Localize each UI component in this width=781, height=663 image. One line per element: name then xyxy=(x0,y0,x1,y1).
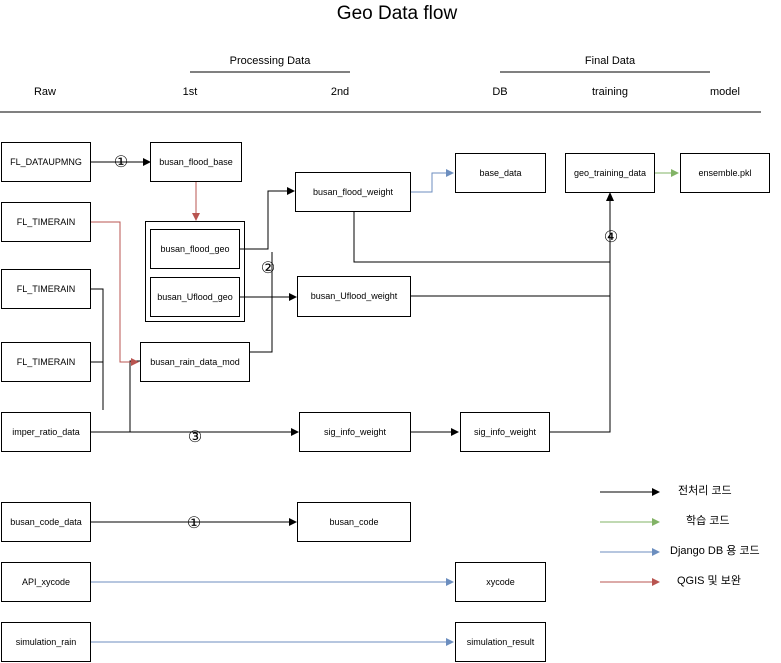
edge-flood-weight-to-base-data xyxy=(411,169,454,193)
column-db: DB xyxy=(492,86,508,98)
node-imper-ratio-data[interactable]: imper_ratio_data xyxy=(1,412,91,452)
edge-imper-to-rain-mod xyxy=(91,360,140,433)
node-sig-info-weight-1[interactable]: sig_info_weight xyxy=(299,412,411,452)
node-simulation-rain[interactable]: simulation_rain xyxy=(1,622,91,662)
node-xycode[interactable]: xycode xyxy=(455,562,546,602)
step-marker-3: ③ xyxy=(187,429,203,446)
node-busan-flood-base[interactable]: busan_flood_base xyxy=(150,142,242,182)
step-marker-2: ② xyxy=(260,260,276,277)
processing-group-label: Processing Data xyxy=(229,55,311,67)
node-busan-uflood-geo[interactable]: busan_Uflood_geo xyxy=(150,277,240,317)
page-title: Geo Data flow xyxy=(336,3,458,24)
node-geo-training-data[interactable]: geo_training_data xyxy=(565,153,655,193)
node-simulation-result[interactable]: simulation_result xyxy=(455,622,546,662)
final-group-label: Final Data xyxy=(584,55,636,67)
edge-timerain-1-to-rain-mod xyxy=(91,221,139,366)
column-model: model xyxy=(710,86,740,98)
node-base-data[interactable]: base_data xyxy=(455,153,546,193)
node-busan-flood-geo[interactable]: busan_flood_geo xyxy=(150,229,240,269)
step-marker-4: ④ xyxy=(603,229,619,246)
column-training: training xyxy=(591,86,629,98)
node-busan-code-data[interactable]: busan_code_data xyxy=(1,502,91,542)
step-marker-1-flood: ① xyxy=(113,154,129,171)
geo-group-frame xyxy=(145,221,245,322)
node-busan-uflood-weight[interactable]: busan_Uflood_weight xyxy=(297,276,411,317)
node-ensemble-pkl[interactable]: ensemble.pkl xyxy=(680,153,770,193)
edge-sig-info-to-training xyxy=(550,192,611,433)
node-fl-timerain-1[interactable]: FL_TIMERAIN xyxy=(1,202,91,242)
legend-label-training: 학습 코드 xyxy=(686,515,730,527)
edge-rain-mod-to-geo-group xyxy=(250,252,273,353)
node-fl-dataupmng[interactable]: FL_DATAUPMNG xyxy=(1,142,91,182)
node-fl-timerain-2[interactable]: FL_TIMERAIN xyxy=(1,269,91,309)
edge-timerain-2-to-rain-mod xyxy=(91,288,104,410)
column-1st: 1st xyxy=(182,86,198,98)
edge-training-arrowhead xyxy=(606,192,614,201)
legend-label-qgis: QGIS 및 보완 xyxy=(677,575,741,587)
node-busan-rain-data-mod[interactable]: busan_rain_data_mod xyxy=(140,342,250,382)
edge-flood-geo-to-flood-weight xyxy=(240,187,295,250)
column-raw: Raw xyxy=(33,86,57,98)
legend-label-preprocess: 전처리 코드 xyxy=(678,485,732,497)
node-busan-code[interactable]: busan_code xyxy=(297,502,411,542)
node-api-xycode[interactable]: API_xycode xyxy=(1,562,91,602)
node-busan-flood-weight[interactable]: busan_flood_weight xyxy=(295,172,411,212)
edge-flood-weight-to-training xyxy=(353,211,610,263)
legend-label-django: Django DB 용 코드 xyxy=(670,545,760,557)
node-fl-timerain-3[interactable]: FL_TIMERAIN xyxy=(1,342,91,382)
step-marker-1-code: ① xyxy=(186,515,202,532)
column-2nd: 2nd xyxy=(330,86,350,98)
node-sig-info-weight-2[interactable]: sig_info_weight xyxy=(460,412,550,452)
